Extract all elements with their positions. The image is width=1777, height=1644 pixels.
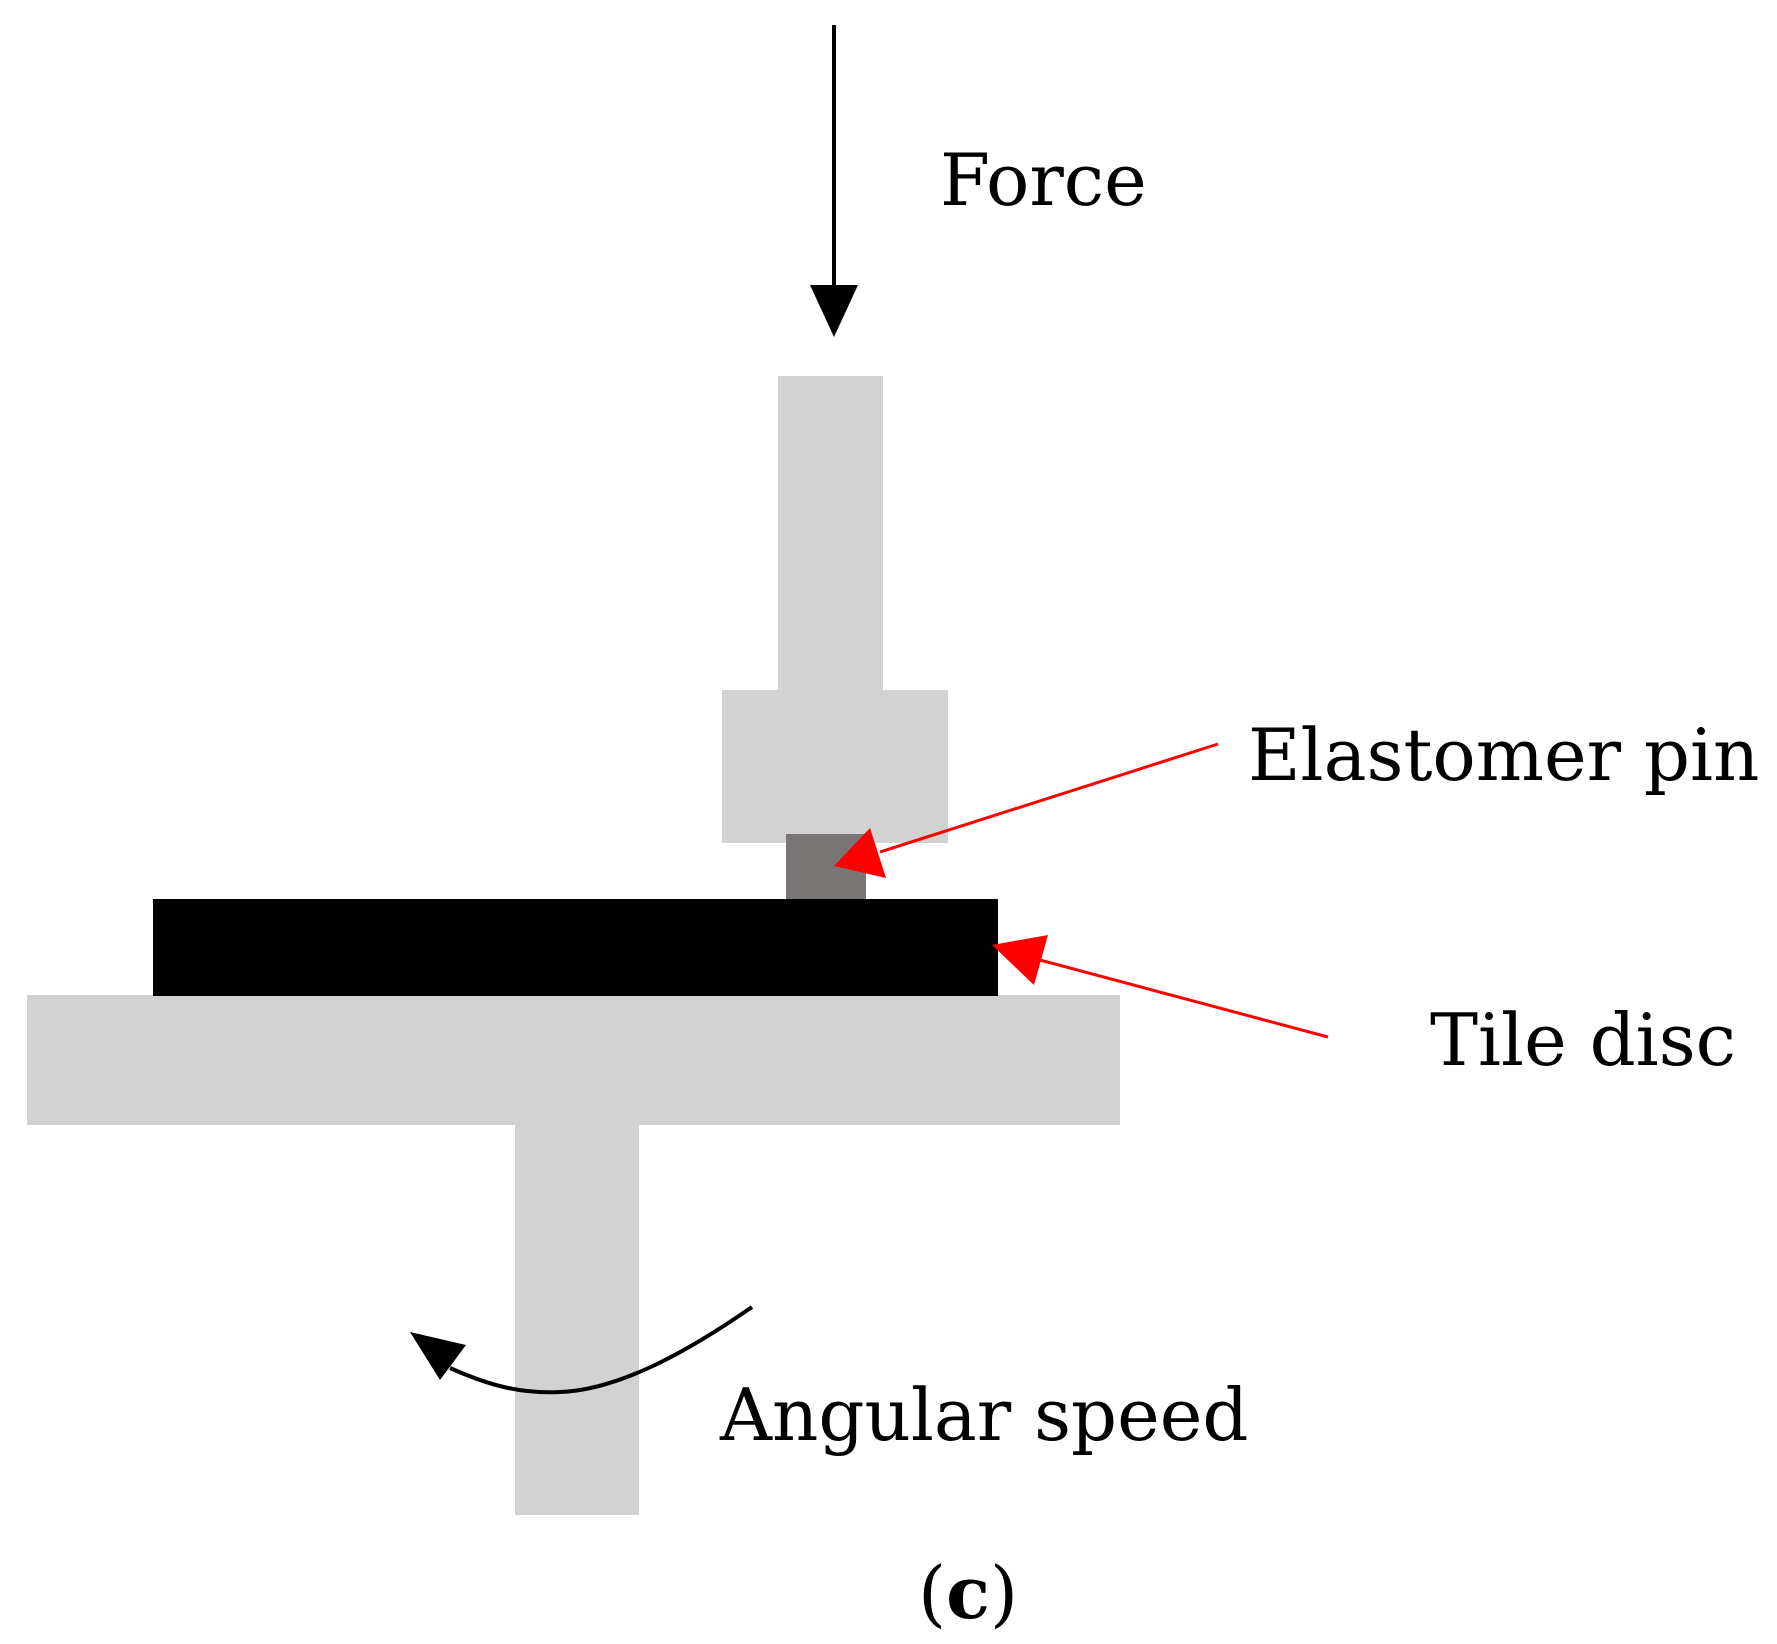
angular-speed-arrow-curve xyxy=(449,1305,754,1395)
angular-speed-label: Angular speed xyxy=(719,1373,1248,1457)
angular-speed-arrow-head xyxy=(410,1332,466,1380)
tile-disc-label: Tile disc xyxy=(1430,998,1736,1082)
tile-disc-pointer-head xyxy=(992,935,1048,985)
panel-label-open: ( xyxy=(918,1551,946,1635)
force-arrow xyxy=(810,25,858,337)
lower-shaft xyxy=(515,1120,639,1515)
angular-speed-arrow xyxy=(410,1305,754,1395)
force-label: Force xyxy=(940,138,1147,222)
panel-label-close: ) xyxy=(990,1551,1018,1635)
tile-disc xyxy=(153,899,998,996)
elastomer-pin-pointer-head xyxy=(834,828,886,878)
base-plate xyxy=(27,995,1120,1125)
tile-disc-pointer-line xyxy=(1039,958,1329,1039)
elastomer-pin-label: Elastomer pin xyxy=(1248,713,1759,797)
pin-holder xyxy=(722,690,948,843)
elastomer-pin-pointer-line xyxy=(879,742,1219,854)
upper-shaft xyxy=(778,376,883,690)
panel-label: (c) xyxy=(918,1550,1018,1635)
tile-disc-pointer xyxy=(992,935,1329,1039)
force-arrow-head xyxy=(810,285,858,337)
elastomer-pin-pointer xyxy=(834,742,1219,878)
panel-label-letter: c xyxy=(946,1550,990,1635)
